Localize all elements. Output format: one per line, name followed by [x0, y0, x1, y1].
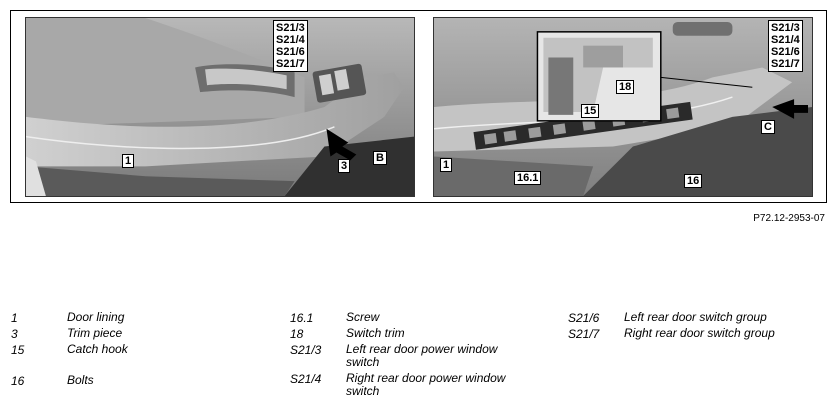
figure-id: P72.12-2953-07	[753, 213, 825, 224]
callout-s21-4-right: S21/4	[771, 34, 800, 46]
legend-description: Switch trim	[346, 326, 405, 340]
door-panel-photo-right: S21/3 S21/4 S21/6 S21/7 18 15 C 1 16.1 1…	[433, 17, 813, 197]
legend-column-2: 16.1 Screw 18 Switch trim S21/3 Left rear d…	[290, 311, 516, 400]
legend-number: 16	[11, 374, 25, 388]
callout-switch-stack-left: S21/3 S21/4 S21/6 S21/7	[273, 20, 308, 72]
legend-row: S21/3 Left rear door power window switch	[290, 343, 516, 369]
legend-number: S21/3	[290, 343, 322, 357]
door-panel-illustration-left	[26, 18, 414, 196]
callout-s21-7-right: S21/7	[771, 58, 800, 70]
callout-switch-trim: 18	[616, 80, 635, 94]
callout-s21-4: S21/4	[276, 34, 305, 46]
legend-description: Bolts	[67, 373, 94, 387]
legend-row: 3 Trim piece	[11, 326, 237, 342]
callout-arrow-b: B	[373, 151, 387, 165]
callout-bolts: 16	[684, 174, 703, 188]
legend-number: 18	[290, 327, 304, 341]
legend-row: S21/6 Left rear door switch group	[568, 310, 837, 326]
figure-frame: S21/3 S21/4 S21/6 S21/7 1 3 B	[10, 10, 827, 203]
legend-description: Screw	[346, 310, 380, 324]
legend-number: S21/7	[568, 327, 600, 341]
callout-s21-6-right: S21/6	[771, 46, 800, 58]
door-panel-illustration-right	[434, 18, 812, 196]
legend-description: Door lining	[67, 310, 125, 324]
legend-row: S21/4 Right rear door power window switch	[290, 372, 516, 398]
callout-screw: 16.1	[514, 171, 542, 185]
legend-row: 1 Door lining	[11, 310, 237, 326]
legend-number: 1	[11, 311, 18, 325]
legend-description: Catch hook	[67, 342, 128, 356]
legend-number: 15	[11, 343, 25, 357]
legend-number: S21/4	[290, 372, 322, 386]
legend-number: 3	[11, 327, 18, 341]
callout-arrow-c: C	[761, 120, 775, 134]
callout-s21-3-right: S21/3	[771, 22, 800, 34]
door-panel-photo-left: S21/3 S21/4 S21/6 S21/7 1 3 B	[25, 17, 415, 197]
legend-description: Left rear door power window switch	[346, 342, 498, 369]
callout-door-lining-left: 1	[122, 154, 135, 168]
callout-s21-7: S21/7	[276, 58, 305, 70]
legend-description: Right rear door power window switch	[346, 371, 506, 398]
legend-column-1: 1 Door lining 3 Trim piece 15 Catch hook 16…	[11, 311, 237, 390]
callout-door-lining-right: 1	[440, 158, 453, 172]
legend-description: Left rear door switch group	[624, 310, 767, 324]
legend-number: S21/6	[568, 311, 600, 325]
callout-catch-hook: 15	[581, 104, 600, 118]
legend-row: 16 Bolts	[11, 373, 237, 389]
legend-column-3: S21/6 Left rear door switch group S21/7 Ri…	[568, 311, 837, 343]
callout-switch-stack-right: S21/3 S21/4 S21/6 S21/7	[768, 20, 803, 72]
legend-row: 18 Switch trim	[290, 326, 516, 342]
legend-description: Right rear door switch group	[624, 326, 775, 340]
legend-row: S21/7 Right rear door switch group	[568, 326, 837, 342]
callout-trim-piece: 3	[338, 159, 351, 173]
legend-number: 16.1	[290, 311, 314, 325]
callout-s21-3: S21/3	[276, 22, 305, 34]
legend-row: 16.1 Screw	[290, 310, 516, 326]
callout-s21-6: S21/6	[276, 46, 305, 58]
legend-description: Trim piece	[67, 326, 123, 340]
legend-row: 15 Catch hook	[11, 342, 237, 358]
